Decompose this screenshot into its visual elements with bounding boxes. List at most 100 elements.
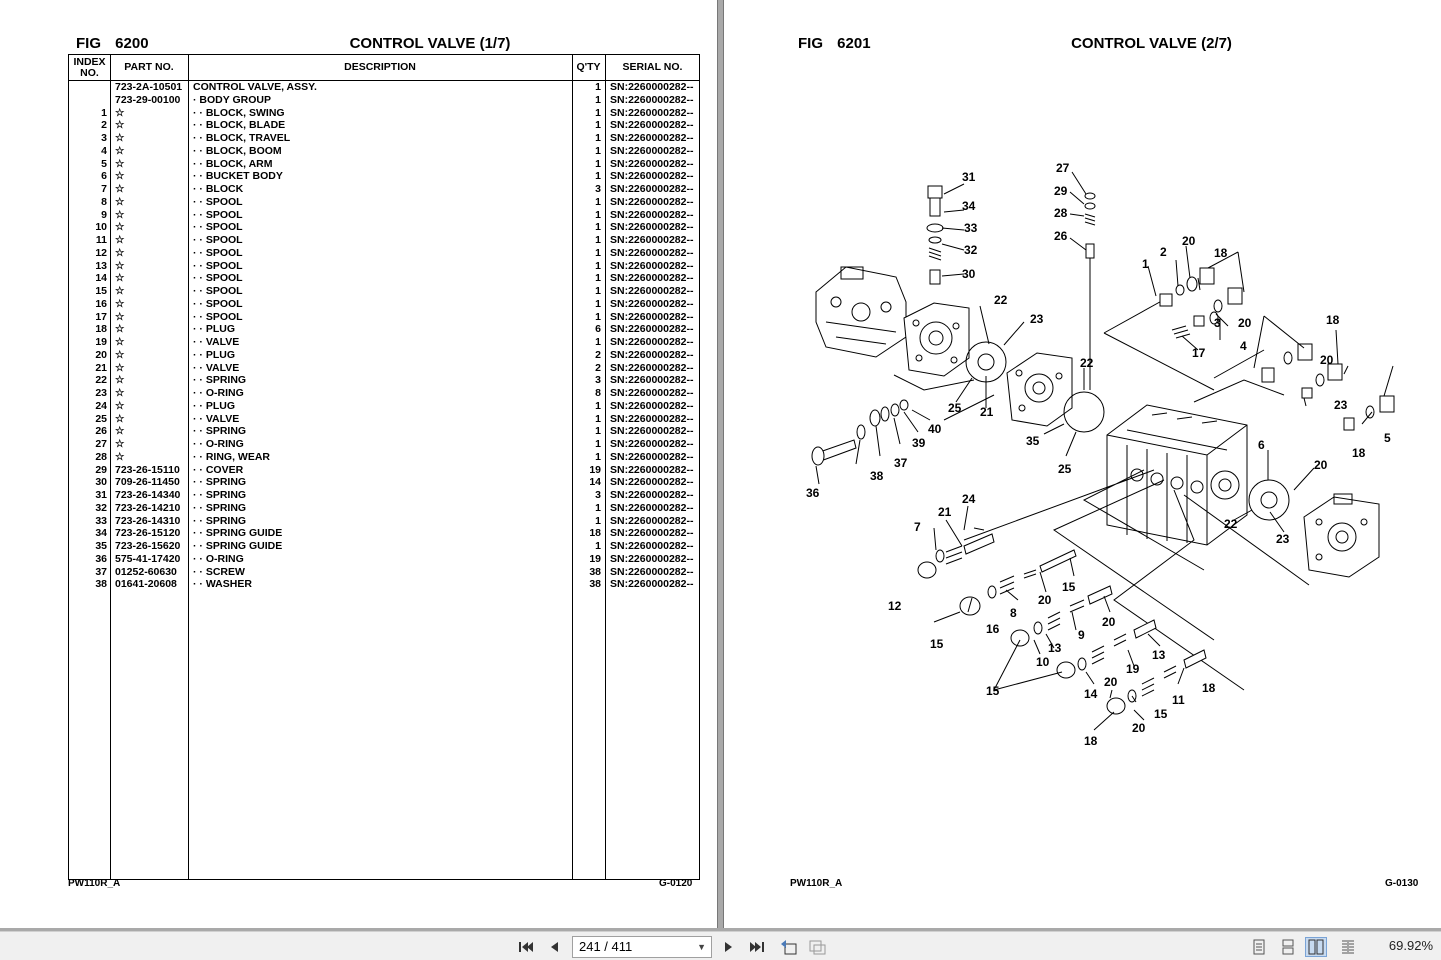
- index-cell: 34: [95, 527, 107, 540]
- index-cell: 22: [95, 374, 107, 387]
- housing-upper-left: [815, 266, 907, 358]
- next-page-button[interactable]: [718, 937, 740, 957]
- part-no-cell: 723-26-15110: [115, 463, 180, 476]
- description-cell: · BODY GROUP: [193, 93, 271, 106]
- page-number-select[interactable]: 241 / 411 ▼: [572, 936, 712, 958]
- serial-no-cell: SN:2260000282--: [610, 259, 694, 272]
- index-cell: 1: [101, 106, 107, 119]
- description-cell: · · SPRING: [193, 374, 247, 387]
- qty-cell: 38: [589, 565, 601, 578]
- qty-cell: 1: [595, 208, 601, 221]
- chevron-down-icon: ▼: [697, 942, 706, 952]
- description-cell: · · BLOCK, BOOM: [193, 144, 282, 157]
- index-cell: 2: [101, 119, 107, 132]
- forward-view-icon: [809, 940, 826, 955]
- part-no-cell: ☆: [115, 310, 125, 323]
- serial-no-cell: SN:2260000282--: [610, 412, 694, 425]
- go-back-view-button[interactable]: [778, 937, 800, 957]
- continuous-view-button[interactable]: [1277, 937, 1299, 957]
- index-cell: 27: [95, 438, 107, 450]
- description-cell: · · SPOOL: [193, 272, 243, 285]
- serial-no-cell: SN:2260000282--: [610, 552, 694, 565]
- part-no-cell: 723-2A-10501: [115, 81, 183, 93]
- index-cell: 16: [95, 297, 107, 310]
- callout-label: 20: [1038, 593, 1052, 607]
- description-cell: · · SPRING GUIDE: [193, 527, 283, 540]
- serial-no-cell: SN:2260000282--: [610, 132, 694, 144]
- index-cell: 19: [95, 336, 107, 348]
- qty-cell: 1: [595, 221, 601, 234]
- callout-label: 4: [1240, 339, 1247, 353]
- right-plugs: [1159, 267, 1395, 431]
- last-page-icon: [750, 942, 764, 952]
- callout-label: 12: [888, 599, 902, 613]
- part-no-cell: ☆: [115, 438, 125, 450]
- index-cell: 25: [95, 412, 107, 425]
- qty-cell: 3: [595, 183, 601, 195]
- part-no-cell: ☆: [115, 106, 125, 119]
- part-no-cell: ☆: [115, 170, 125, 183]
- qty-cell: 1: [595, 234, 601, 246]
- part-no-cell: ☆: [115, 259, 125, 272]
- part-no-cell: 01641-20608: [115, 578, 177, 591]
- description-cell: · · SCREW: [193, 565, 245, 578]
- fig-label-text: FIG: [798, 35, 823, 52]
- index-cell: 31: [95, 489, 107, 501]
- callout-label: 20: [1102, 615, 1116, 629]
- fig-label: FIG 6201: [798, 35, 871, 52]
- last-page-button[interactable]: [746, 937, 768, 957]
- single-page-view-button[interactable]: [1248, 937, 1270, 957]
- serial-no-cell: SN:2260000282--: [610, 93, 694, 106]
- relief-valve-stack: [926, 185, 944, 285]
- first-page-icon: [519, 942, 533, 952]
- callout-label: 31: [962, 170, 976, 184]
- qty-cell: 1: [595, 540, 601, 552]
- callout-label: 21: [938, 505, 952, 519]
- previous-page-button[interactable]: [543, 937, 565, 957]
- callout-label: 11: [1172, 693, 1185, 707]
- callout-label: 38: [870, 469, 884, 483]
- qty-cell: 8: [595, 387, 601, 399]
- serial-no-cell: SN:2260000282--: [610, 272, 694, 285]
- callout-label: 22: [1080, 356, 1094, 370]
- go-forward-view-button[interactable]: [806, 937, 828, 957]
- continuous-facing-view-button[interactable]: [1337, 937, 1359, 957]
- continuous-page-icon: [1282, 939, 1294, 955]
- callout-label: 20: [1238, 316, 1252, 330]
- part-no-cell: 575-41-17420: [115, 552, 181, 565]
- part-no-cell: ☆: [115, 348, 125, 361]
- callout-label: 28: [1054, 206, 1068, 220]
- qty-cell: 1: [595, 514, 601, 527]
- first-page-button[interactable]: [515, 937, 537, 957]
- right-page: FIG 6201 CONTROL VALVE (2/7): [723, 0, 1441, 928]
- callout-label: 39: [912, 436, 926, 450]
- description-cell: · · SPOOL: [193, 310, 243, 323]
- footer-page-code: G-0120: [659, 878, 693, 889]
- callout-label: 30: [962, 267, 976, 281]
- index-cell: 33: [95, 514, 107, 527]
- left-valve-stack: [811, 399, 909, 466]
- description-cell: · · SPRING: [193, 489, 247, 501]
- index-cell: 37: [95, 565, 107, 578]
- serial-no-cell: SN:2260000282--: [610, 336, 694, 348]
- header-part-no: PART NO.: [124, 61, 174, 73]
- header-serial-no: SERIAL NO.: [622, 61, 683, 73]
- serial-no-cell: SN:2260000282--: [610, 157, 694, 170]
- description-cell: · · COVER: [193, 463, 244, 476]
- part-no-cell: ☆: [115, 144, 125, 157]
- column-divider: [572, 55, 573, 879]
- qty-cell: 1: [595, 106, 601, 119]
- zoom-level[interactable]: 69.92%: [1388, 938, 1433, 953]
- facing-pages-view-button[interactable]: [1305, 937, 1327, 957]
- qty-cell: 1: [595, 297, 601, 310]
- description-cell: · · BUCKET BODY: [193, 170, 283, 183]
